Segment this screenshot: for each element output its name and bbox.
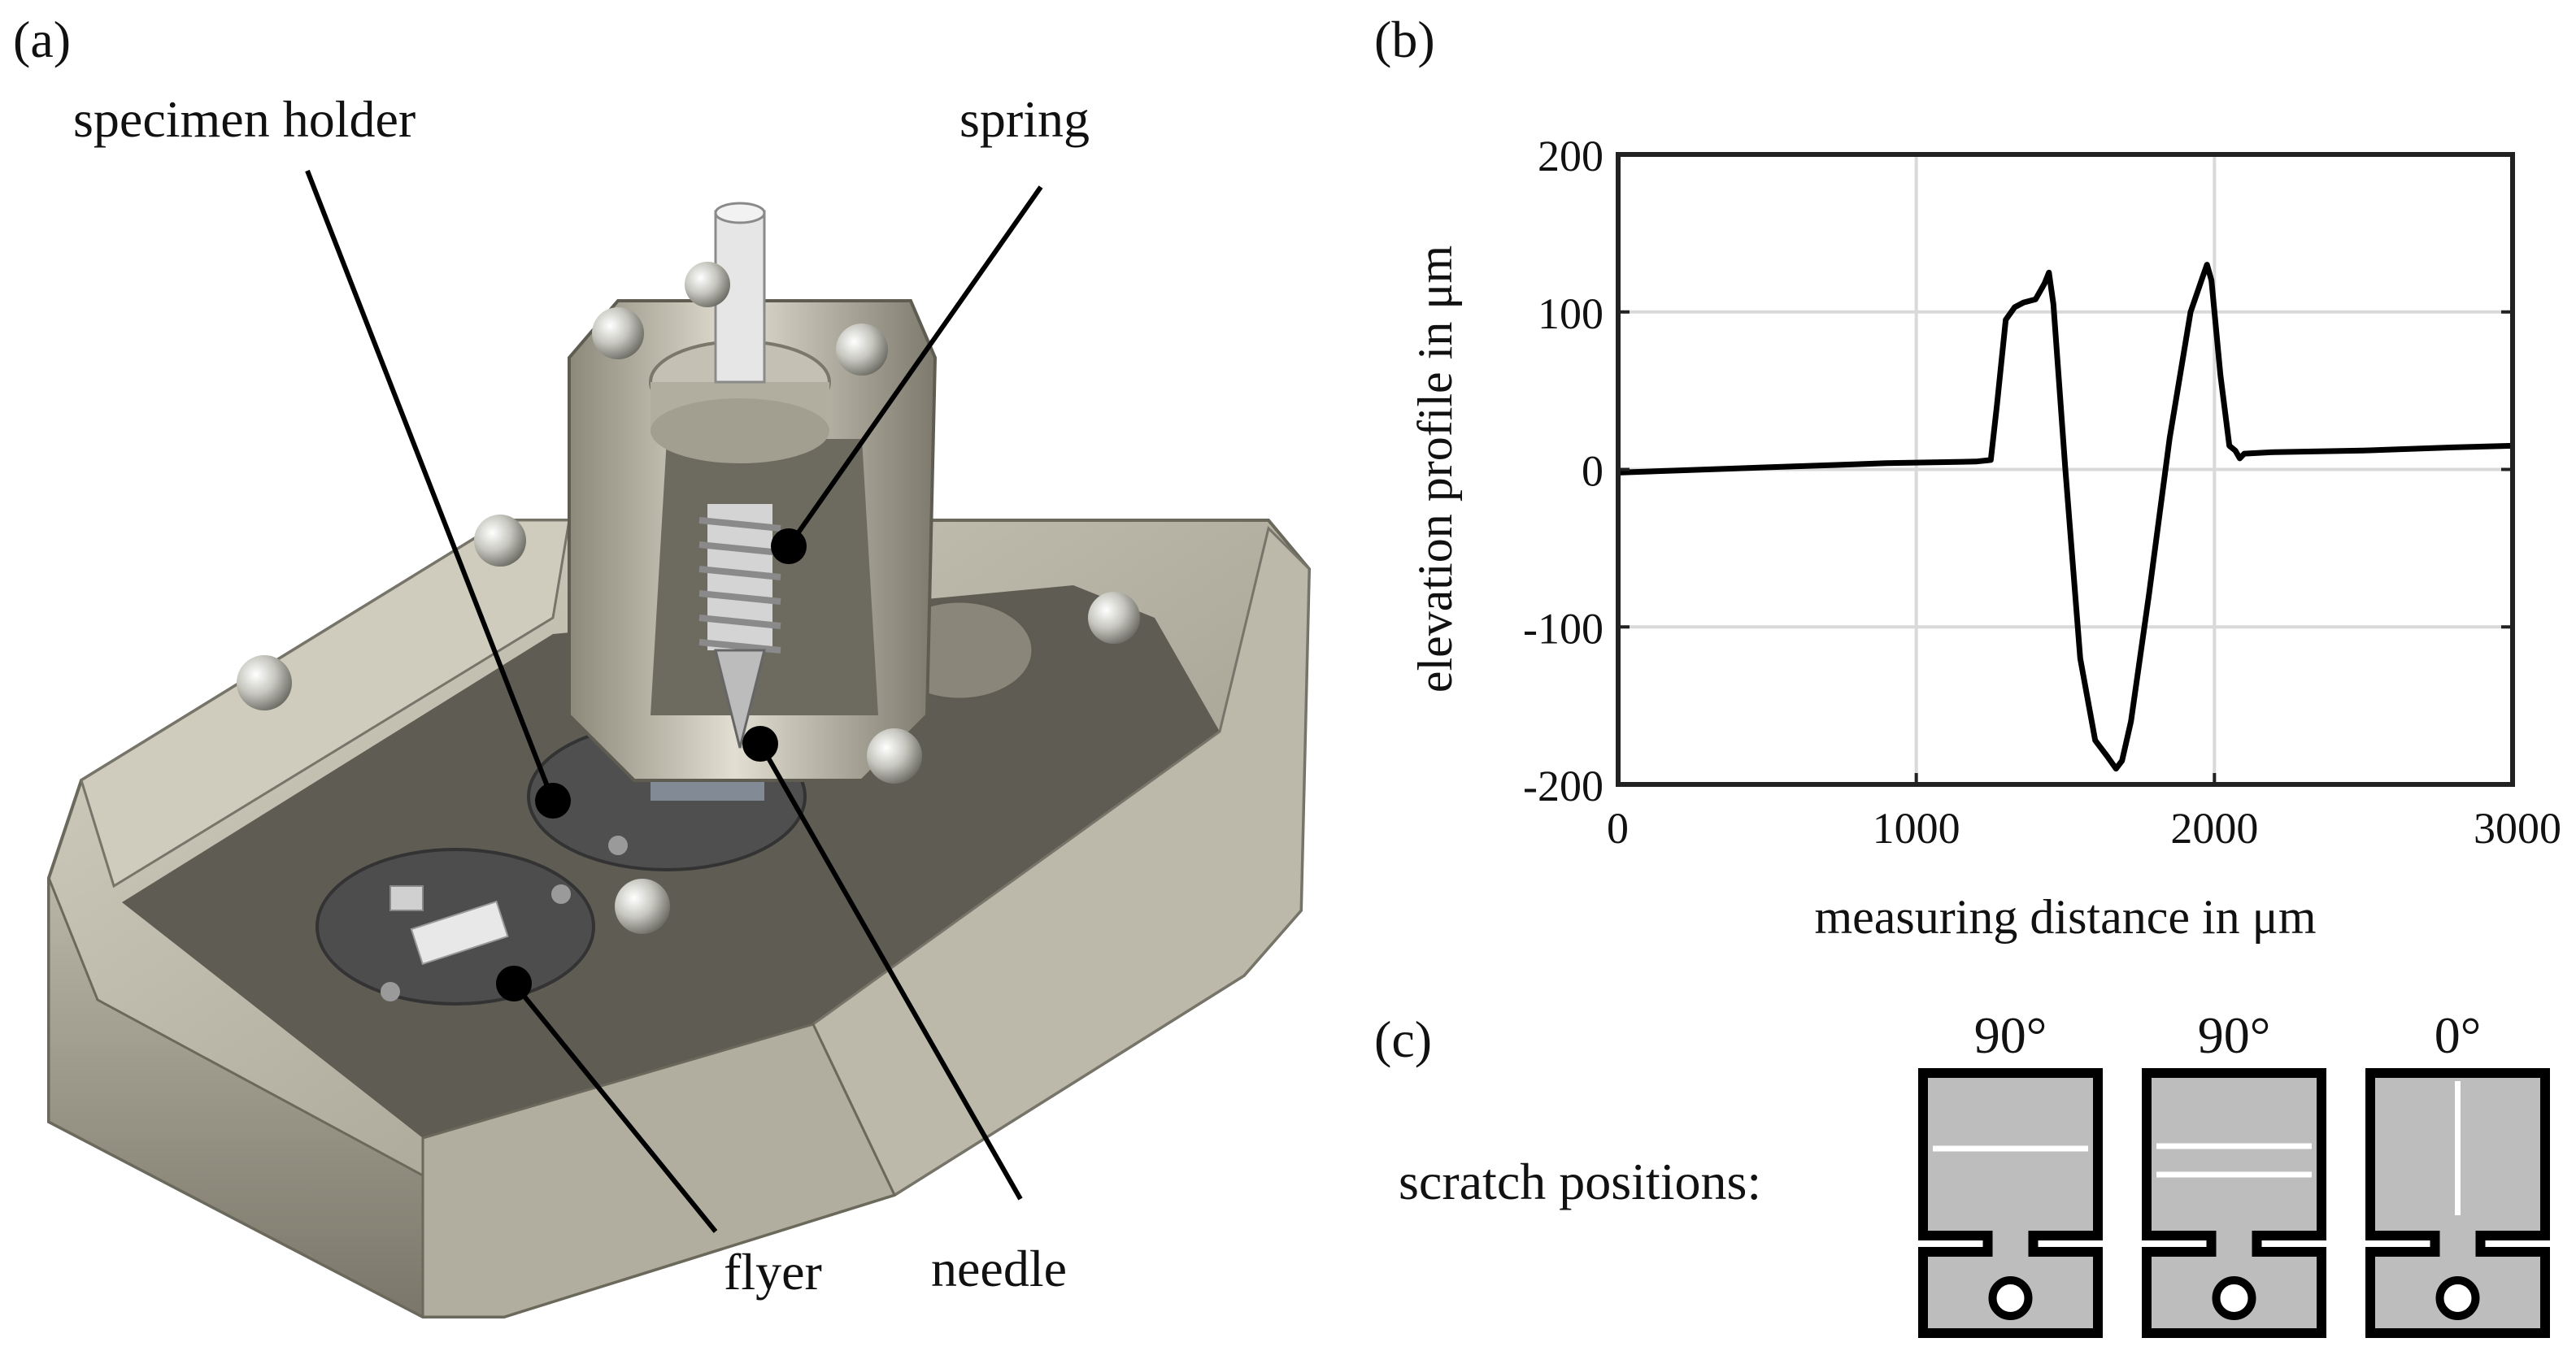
scratch-specimens: 90° 90° 0° <box>1918 1006 2550 1338</box>
y-axis-label: elevation profile in μm <box>1408 245 1462 693</box>
scratch-specimen: 90° <box>2142 1006 2326 1338</box>
spring <box>698 504 781 654</box>
spring-dot <box>771 528 807 564</box>
specimen-outline <box>2142 1068 2326 1338</box>
tick-marks <box>1617 153 2514 786</box>
label-spring: spring <box>959 90 1090 148</box>
specimen-outline <box>1918 1068 2103 1338</box>
y-tick-label: -100 <box>1523 604 1603 653</box>
series-line <box>1617 262 2513 772</box>
specimen-hole <box>2212 1276 2256 1320</box>
y-tick-label: -200 <box>1523 762 1603 810</box>
callouts <box>305 169 1043 1233</box>
scratch-positions-label: scratch positions: <box>1399 1153 1761 1210</box>
left-rail <box>80 519 571 888</box>
scratch-angle-label: 90° <box>2198 1006 2271 1064</box>
x-tick-label: 1000 <box>1873 804 1960 853</box>
acorn-nuts <box>237 262 1140 934</box>
y-tick-label: 200 <box>1538 132 1603 180</box>
right-rail <box>812 526 1311 1197</box>
label-needle: needle <box>931 1240 1067 1297</box>
x-tick-labels: 0 1000 2000 3000 <box>1607 804 2561 853</box>
specimen-holder-dot <box>535 783 571 819</box>
panel-c-label: (c) <box>1374 1010 1432 1068</box>
scratch-specimen: 90° <box>1918 1006 2103 1338</box>
device-illustration <box>47 202 1312 1318</box>
x-tick-label: 3000 <box>2474 804 2561 853</box>
needle <box>714 649 766 749</box>
y-tick-label: 0 <box>1582 447 1603 496</box>
specimen-hole <box>1988 1276 2033 1320</box>
scratch-angle-label: 90° <box>1974 1006 2047 1064</box>
panel-b-label: (b) <box>1374 11 1435 68</box>
x-axis-label: measuring distance in μm <box>1814 890 2316 944</box>
flyer-dot <box>496 966 532 1001</box>
label-flyer: flyer <box>724 1243 822 1301</box>
scratch-angle-label: 0° <box>2435 1006 2482 1064</box>
specimen-hole <box>2435 1276 2480 1320</box>
y-tick-labels: 200 100 0 -100 -200 <box>1523 132 1603 810</box>
label-specimen-holder: specimen holder <box>73 90 416 148</box>
x-tick-label: 0 <box>1607 804 1629 853</box>
panel-a-label: (a) <box>13 11 71 68</box>
needle-dot <box>742 726 778 762</box>
x-tick-label: 2000 <box>2170 804 2258 853</box>
flyer-plate <box>410 900 509 966</box>
scratch-specimen: 0° <box>2365 1006 2550 1338</box>
top-pin <box>714 210 766 384</box>
y-tick-label: 100 <box>1538 289 1603 338</box>
